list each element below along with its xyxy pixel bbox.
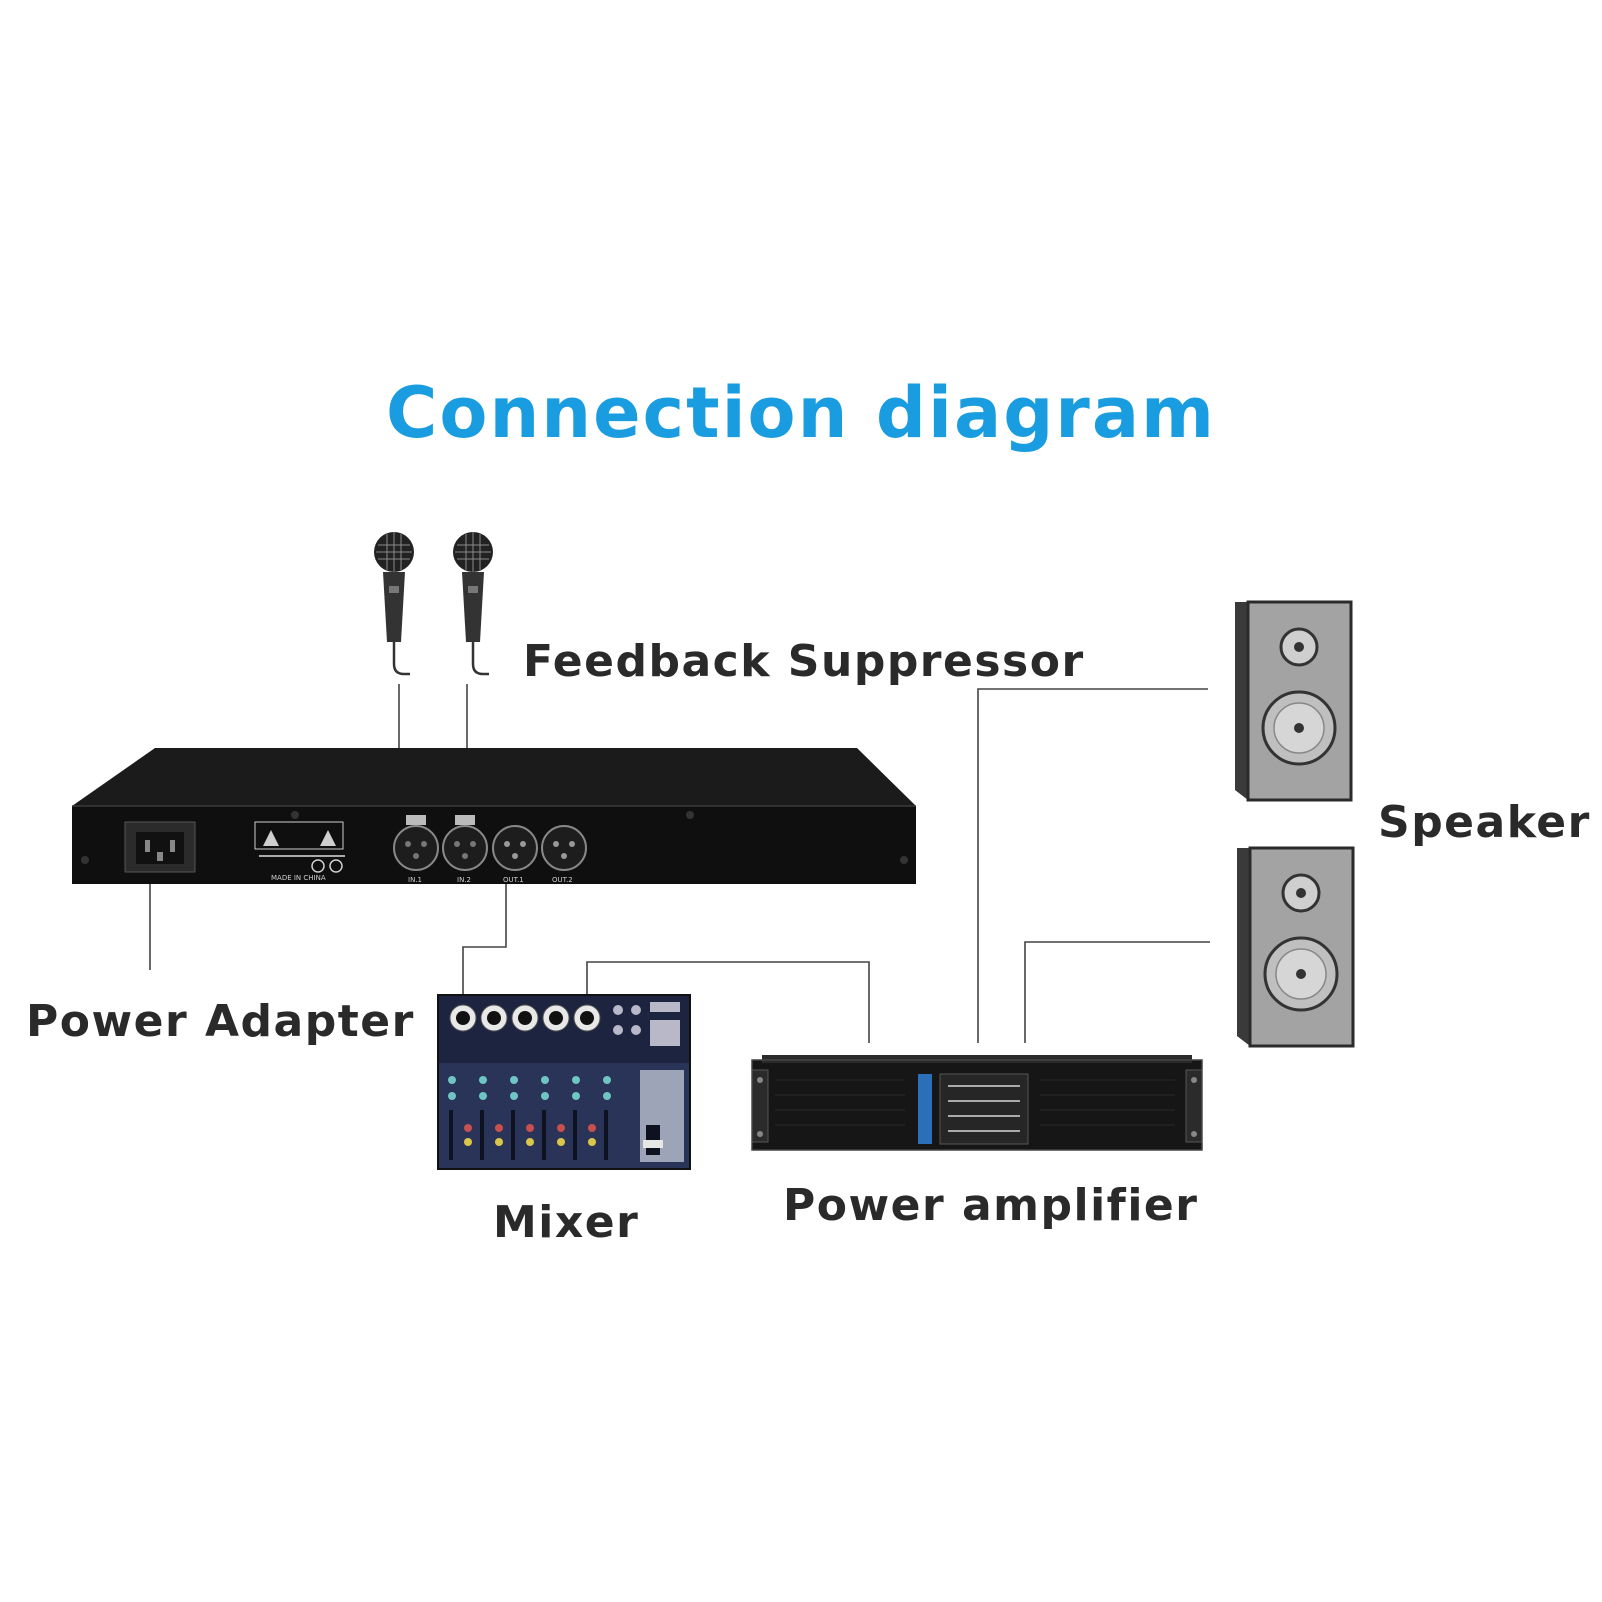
xlr-input-2: IN.2 [442,815,488,884]
power-amplifier-device [751,1055,1203,1151]
microphone-icon [453,532,493,676]
xlr-input-1: IN.1 [393,815,439,884]
wire-amp-speaker-top [977,688,1208,1043]
speaker-label: Speaker [1378,797,1591,848]
speaker-top-icon [1235,600,1353,802]
xlr-output-2: OUT.2 [541,825,587,884]
power-adapter-label: Power Adapter [26,996,415,1047]
in2-label: IN.2 [457,876,471,884]
wire-amp-speaker-bottom [1024,941,1210,1043]
out2-label: OUT.2 [552,876,573,884]
mixer-device [437,994,691,1170]
wire-out1-mixer [462,880,507,1000]
power-amplifier-label: Power amplifier [783,1180,1199,1231]
speaker-bottom-icon [1237,846,1355,1048]
microphone-icon [374,532,414,676]
feedback-suppressor-label: Feedback Suppressor [523,636,1085,687]
made-in-label: MADE IN CHINA [271,874,326,882]
feedback-suppressor-device: MADE IN CHINA IN.1 IN.2 OUT.1 OUT.2 [72,748,916,884]
wire-mixer-amplifier [586,961,870,1043]
xlr-output-1: OUT.1 [492,825,538,884]
mixer-label: Mixer [493,1197,640,1248]
diagram-title: Connection diagram [386,372,1216,454]
out1-label: OUT.1 [503,876,524,884]
in1-label: IN.1 [408,876,422,884]
